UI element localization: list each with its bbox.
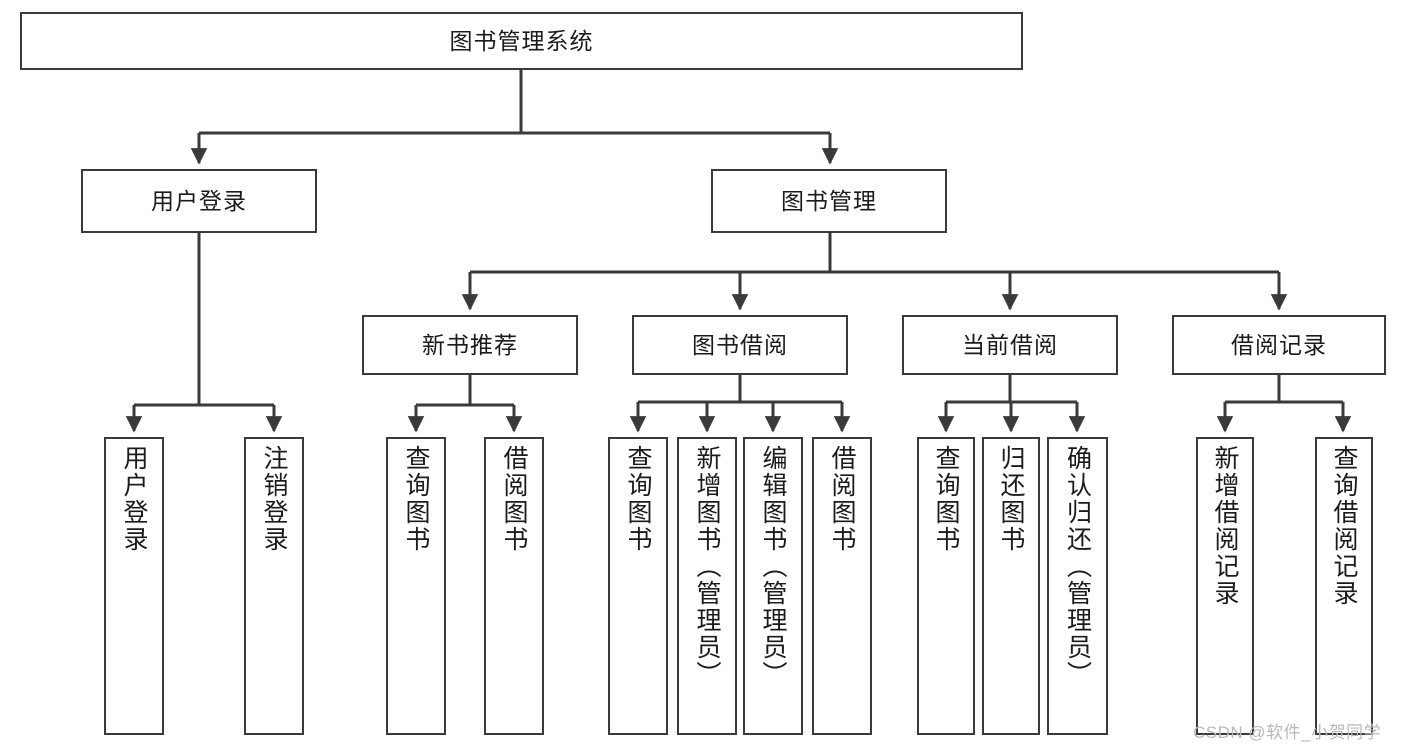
node-label: 确认归还（管理员） (1063, 445, 1092, 688)
node-label: 查询借阅记录 (1330, 445, 1358, 607)
node-label: 新增借阅记录 (1211, 445, 1239, 607)
leaf-borrow-record-query[interactable]: 查询借阅记录 (1315, 437, 1373, 735)
leaf-user-login-login[interactable]: 用户登录 (104, 437, 164, 735)
node-current-borrow[interactable]: 当前借阅 (902, 315, 1118, 375)
node-label: 用户登录 (151, 187, 247, 214)
leaf-user-login-logout[interactable]: 注销登录 (244, 437, 304, 735)
node-label: 借阅图书 (828, 445, 856, 553)
node-user-login[interactable]: 用户登录 (81, 169, 317, 233)
node-label: 图书管理 (781, 187, 877, 214)
leaf-borrow-record-add[interactable]: 新增借阅记录 (1196, 437, 1254, 735)
node-borrow-record[interactable]: 借阅记录 (1172, 315, 1386, 375)
node-label: 当前借阅 (962, 331, 1058, 358)
node-label: 图书借阅 (692, 331, 788, 358)
watermark-csdn: CSDN @软件_小贺同学 (1193, 723, 1382, 742)
node-label: 编辑图书（管理员） (759, 445, 787, 688)
node-label: 注销登录 (260, 445, 288, 553)
node-root-system[interactable]: 图书管理系统 (20, 12, 1023, 70)
node-book-management[interactable]: 图书管理 (711, 169, 947, 233)
node-label: 用户登录 (120, 445, 148, 553)
leaf-book-borrow-query[interactable]: 查询图书 (608, 437, 668, 735)
leaf-current-borrow-query[interactable]: 查询图书 (917, 437, 975, 735)
node-label: 查询图书 (932, 445, 960, 553)
leaf-new-book-borrow[interactable]: 借阅图书 (484, 437, 544, 735)
node-book-borrow[interactable]: 图书借阅 (632, 315, 848, 375)
leaf-current-borrow-confirm-return[interactable]: 确认归还（管理员） (1047, 437, 1108, 735)
leaf-book-borrow-add[interactable]: 新增图书（管理员） (677, 437, 737, 735)
node-label: 借阅图书 (500, 445, 528, 553)
node-label: 新增图书（管理员） (693, 445, 721, 688)
node-label: 归还图书 (997, 445, 1025, 553)
leaf-current-borrow-return[interactable]: 归还图书 (982, 437, 1040, 735)
node-label: 借阅记录 (1231, 331, 1327, 358)
leaf-book-borrow-borrow[interactable]: 借阅图书 (812, 437, 872, 735)
leaf-new-book-query[interactable]: 查询图书 (386, 437, 446, 735)
node-label: 图书管理系统 (449, 27, 594, 54)
node-label: 新书推荐 (422, 331, 518, 358)
node-label: 查询图书 (624, 445, 652, 553)
leaf-book-borrow-edit[interactable]: 编辑图书（管理员） (743, 437, 803, 735)
node-label: 查询图书 (402, 445, 430, 553)
node-new-book-recommend[interactable]: 新书推荐 (362, 315, 578, 375)
